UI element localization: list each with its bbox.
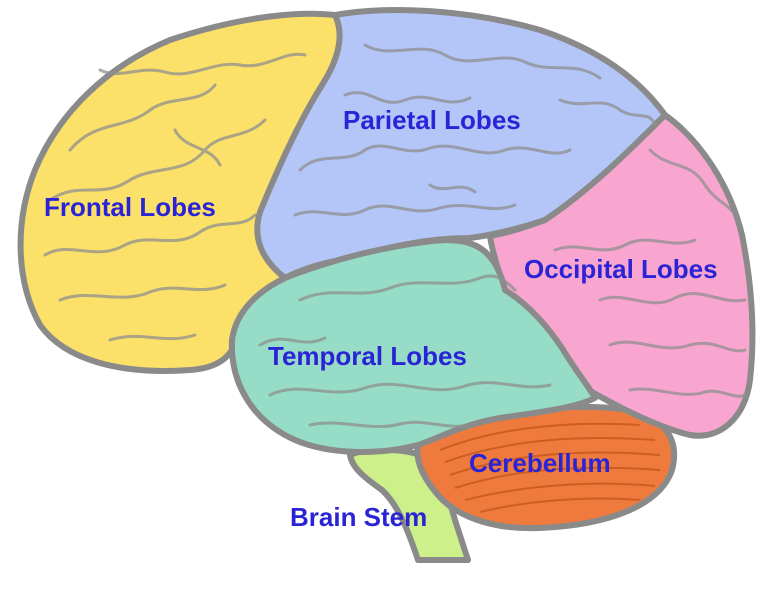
occipital-gyri	[553, 148, 747, 398]
temporal-gyri	[258, 274, 552, 429]
frontal-lobes-label: Frontal Lobes	[44, 192, 216, 222]
frontal-gyri	[43, 52, 307, 342]
temporal-lobes-label: Temporal Lobes	[268, 341, 467, 371]
parietal-lobes-label: Parietal Lobes	[343, 105, 521, 135]
cerebellum-label: Cerebellum	[469, 448, 611, 478]
cerebellum-folia	[439, 422, 661, 513]
parietal-gyri	[293, 43, 657, 217]
occipital-lobes-label: Occipital Lobes	[524, 254, 718, 284]
brain-stem-label: Brain Stem	[290, 502, 428, 532]
